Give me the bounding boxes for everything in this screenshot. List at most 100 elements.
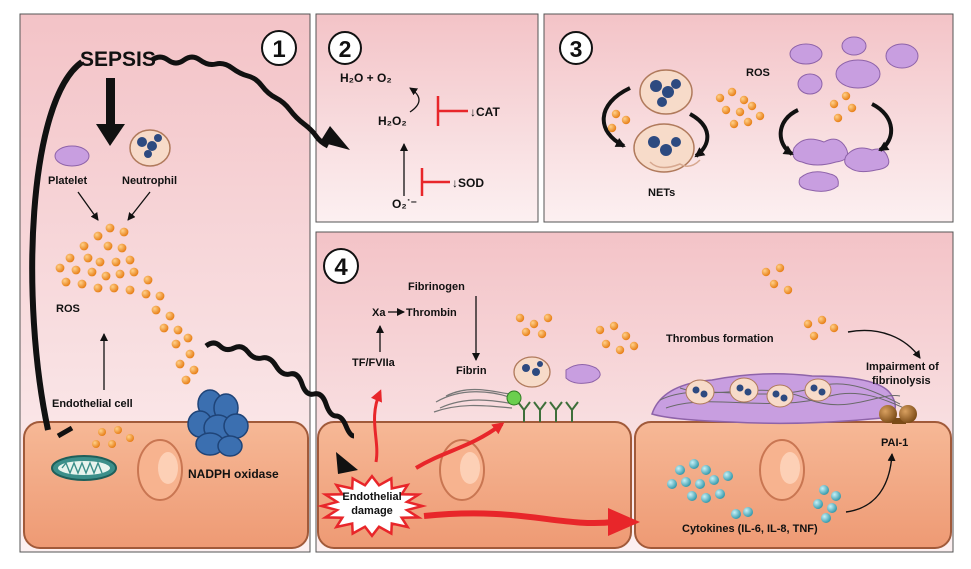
ros-particle [721,105,731,115]
ros-particle [743,117,753,127]
activated-platelet-1 [792,138,849,166]
ros-cluster-4d [803,315,839,341]
endothelial-damage-label-1: Endothelial [342,491,401,503]
endothelial-cell-label: Endothelial cell [52,398,133,410]
neutrophil-p3-top [639,69,693,115]
cytokine-particle [689,459,699,469]
ros-particle [93,231,103,241]
nadph-oxidase-icon [187,389,249,457]
ros-particle [189,365,199,375]
damage-arrow-tf [370,389,382,463]
platelet-p3-4 [835,59,881,89]
ros-particle [729,119,739,129]
ros-cluster-4b [595,321,639,355]
ros-particle [175,359,185,369]
ros-particle [114,426,122,434]
neutrophil-p3-bottom [633,123,701,173]
endothelial-damage-star [316,474,428,538]
ros-particle [739,95,749,105]
cytokine-particle [675,465,685,475]
platelet-label: Platelet [48,175,87,187]
cytokine-particle [723,471,733,481]
ros-particle [727,87,737,97]
h2o-o2-label: H₂O + O₂ [340,71,392,85]
ros-particle [829,323,839,333]
ros-particle [609,321,619,331]
ros-particle [98,428,106,436]
ros-particle [55,263,65,273]
platelet-arrow [77,191,99,221]
fibrin-label: Fibrin [456,365,487,377]
cytokine-particle [715,489,725,499]
damage-arrow-cytokines [423,510,615,527]
platelet-icon [54,145,90,167]
ros-particle [715,93,725,103]
ros-particle [783,285,793,295]
ros-label-3: ROS [746,67,770,79]
thrombin-label: Thrombin [406,307,457,319]
neutrophil-icon [129,129,171,167]
ros-particle [515,313,525,323]
ros-particle [151,305,161,315]
xa-label: Xa [372,307,386,319]
ros-particle [93,283,103,293]
ros-particle [115,269,125,279]
sepsis-down-arrow [96,78,125,146]
nets-label: NETs [648,187,675,199]
cytokine-particle [695,479,705,489]
cytokine-particle [821,513,831,523]
ros-particle [155,291,165,301]
cytokine-particle [701,465,711,475]
inhibition-bar [56,425,74,439]
cytokine-particle [813,499,823,509]
cytokine-cluster [667,459,841,523]
ros-particle [735,107,745,117]
ros-particle [601,339,611,349]
neutrophil-arrow [127,191,151,221]
ros-particle [173,325,183,335]
svg-text:1: 1 [272,36,285,63]
svg-text:2: 2 [339,36,352,62]
tf-fviia-label: TF/FVIIa [352,357,396,369]
nadph-oxidase-label: NADPH oxidase [188,467,279,481]
ros-particle [537,329,547,339]
p3-loop-mid [688,112,710,158]
ros-particle [71,265,81,275]
ros-particle [171,339,181,349]
platelet-p4 [565,364,601,384]
panel-number-3: 3 [559,31,593,65]
ros-particle [833,113,843,123]
ros-particle [747,101,757,111]
ros-particle [181,375,191,385]
ros-particle [817,315,827,325]
ros-particle [87,267,97,277]
ros-particle [521,327,531,337]
ros-particle [615,345,625,355]
panel-number-4: 4 [323,248,359,284]
ros-particle [185,349,195,359]
ros-particle [611,109,621,119]
ros-particle [65,253,75,263]
cat-label: ↓CAT [470,105,500,119]
ros-particle [129,267,139,277]
ros-particle [165,311,175,321]
cat-arrow [409,87,420,113]
ros-particle [803,319,813,329]
ros-particle [92,440,100,448]
ros-particle [621,331,631,341]
vwf-dot [506,390,522,406]
endothelial-damage-label-2: damage [351,505,393,517]
ros-particle [809,331,819,341]
sepsis-curve-arrow [29,59,84,431]
fibrinogen-label: Fibrinogen [408,281,465,293]
thrombus-neutrophils [685,377,832,408]
neutrophil-p4 [513,356,551,388]
ros-particle [841,91,851,101]
platelet-p3-3 [797,73,823,95]
ros-particle [105,223,115,233]
damage-arrowhead-cytokines [608,508,640,536]
ros-particle [79,241,89,251]
neutrophil-label: Neutrophil [122,175,177,187]
